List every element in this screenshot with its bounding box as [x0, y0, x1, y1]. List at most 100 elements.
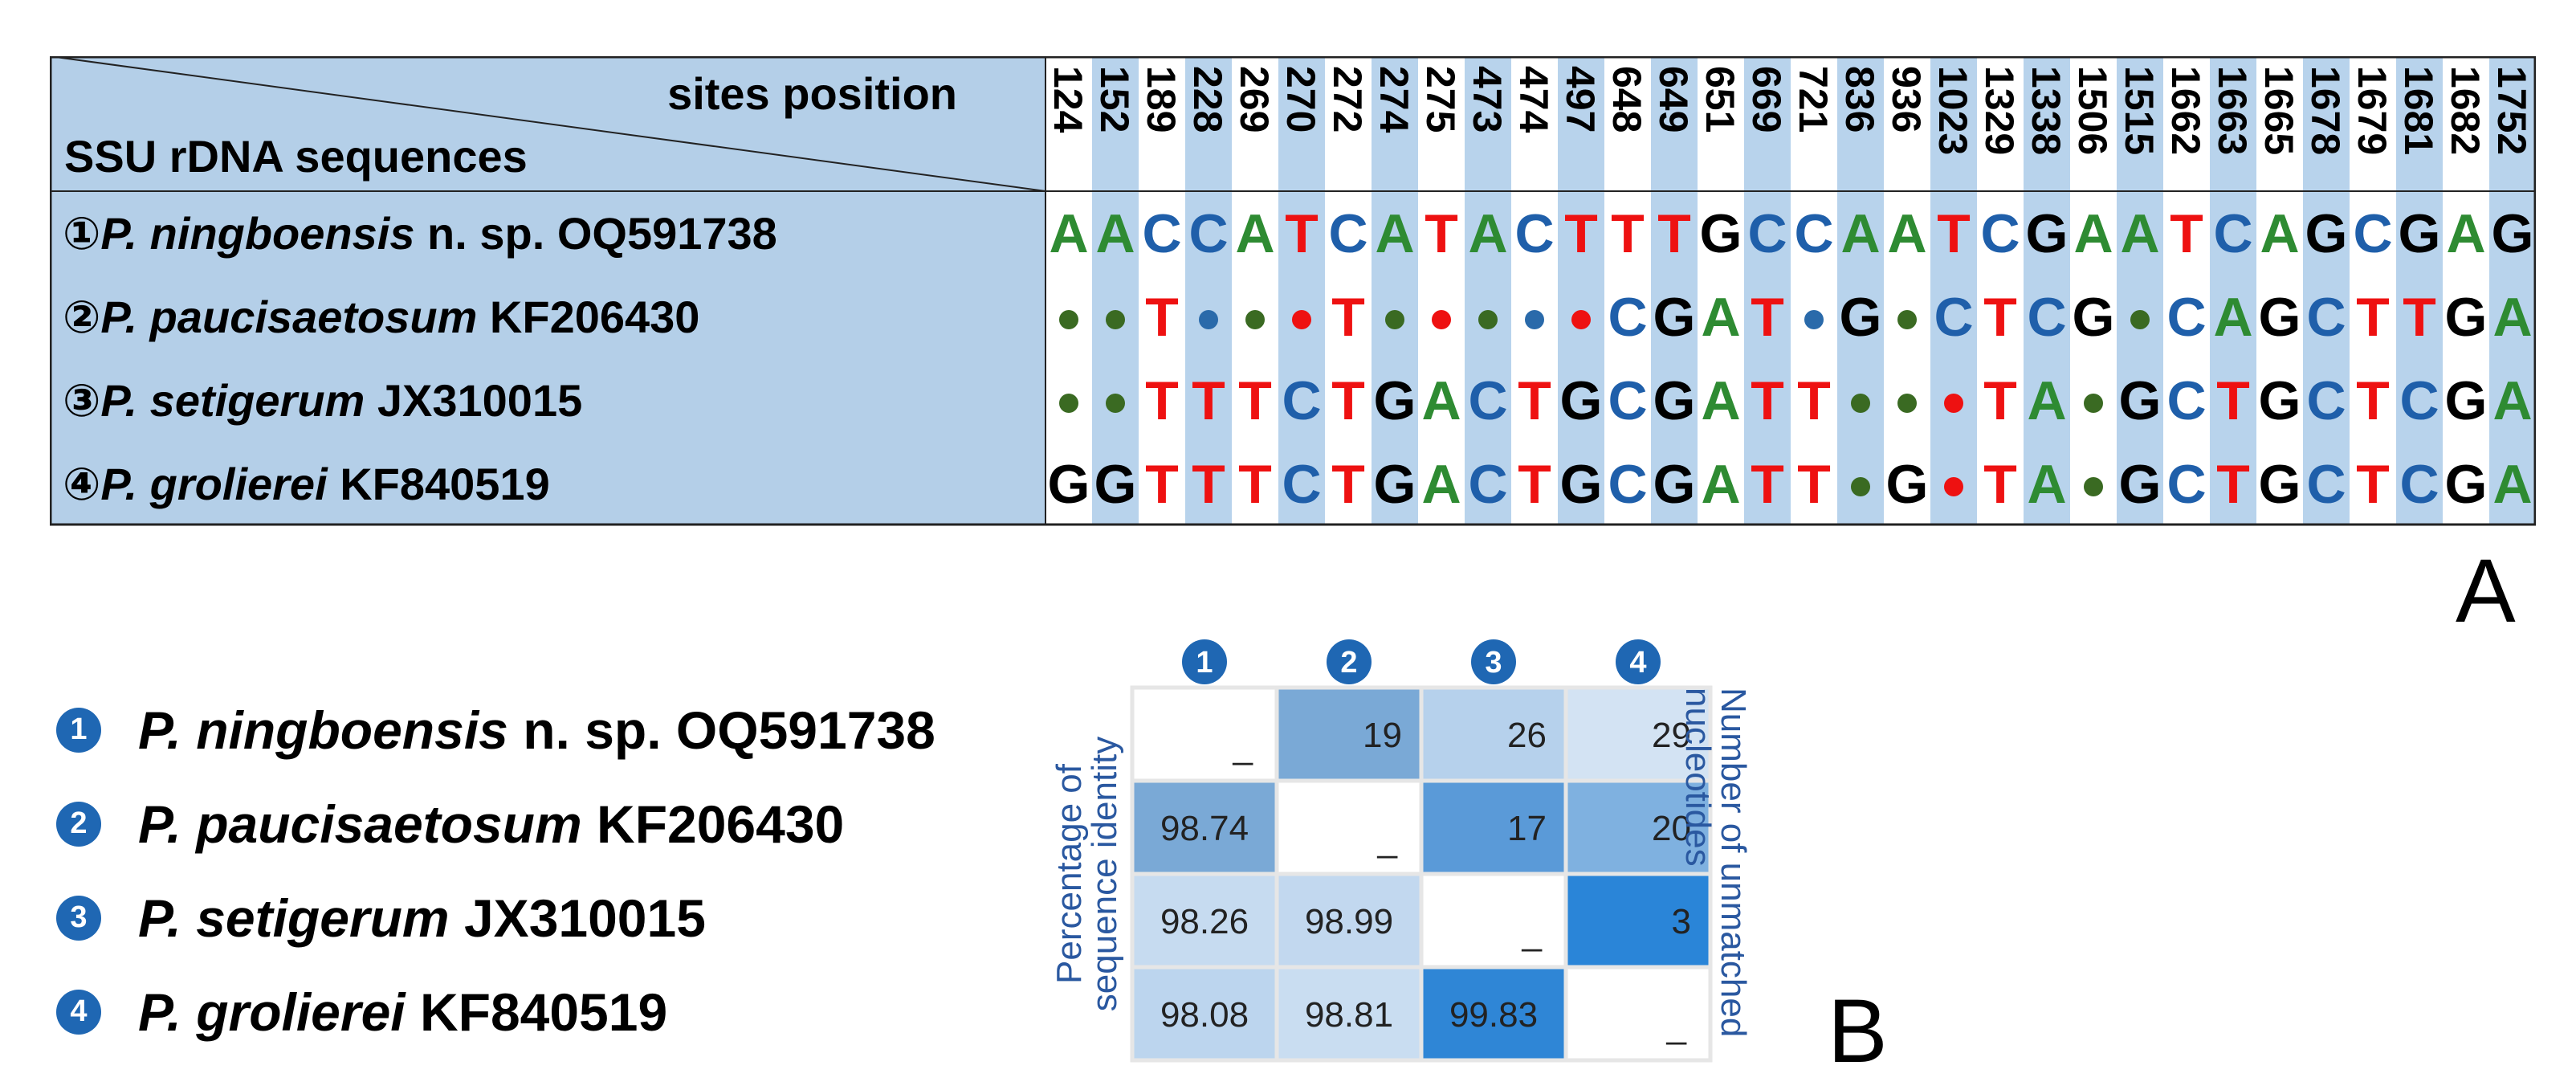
nucleotide-cell: T — [1145, 287, 1179, 348]
matrix-cell — [1130, 685, 1279, 783]
site-position-label: 669 — [1744, 66, 1789, 133]
nucleotide-cell: G — [2445, 454, 2488, 515]
left-axis-label: Percentage of — [1050, 763, 1089, 984]
site-position-label: 474 — [1511, 66, 1556, 133]
matrix-cell — [1563, 778, 1713, 876]
nucleotide-cell: C — [1328, 203, 1367, 264]
nucleotide-cell: G — [2119, 370, 2162, 431]
panel-a-label: A — [2456, 541, 2516, 641]
nucleotide-cell: T — [1751, 454, 1784, 515]
identical-base-dot — [1897, 394, 1917, 413]
nucleotide-cell: T — [2356, 454, 2390, 515]
nucleotide-cell: A — [1235, 203, 1274, 264]
nucleotide-cell: G — [2305, 203, 2348, 264]
nucleotide-cell: T — [1611, 203, 1645, 264]
nucleotide-cell: A — [1701, 370, 1740, 431]
nucleotide-cell: T — [1983, 454, 2017, 515]
nucleotide-cell: C — [2027, 287, 2066, 348]
column-stripe — [1744, 56, 1791, 525]
column-badge — [1327, 639, 1372, 684]
nucleotide-cell: C — [2353, 203, 2392, 264]
site-position-label: 1665 — [2256, 66, 2301, 155]
column-badge-label: 2 — [1340, 646, 1357, 680]
column-stripe — [1092, 56, 1139, 525]
identical-base-dot — [2084, 394, 2103, 413]
column-stripe — [1185, 56, 1232, 525]
nucleotide-cell: C — [1514, 203, 1554, 264]
nucleotide-cell: T — [2170, 203, 2203, 264]
matrix-cell-value: _ — [1666, 1006, 1687, 1046]
identical-base-dot — [1571, 310, 1591, 329]
site-position-label: 1515 — [2117, 66, 2162, 155]
nucleotide-cell: T — [1192, 454, 1225, 515]
column-stripe — [2396, 56, 2443, 525]
site-position-label: 1023 — [1930, 66, 1975, 155]
matrix-cell-value: 98.08 — [1160, 995, 1249, 1035]
identical-base-dot — [2084, 477, 2103, 496]
identical-base-dot — [1059, 394, 1078, 413]
identical-base-dot — [1944, 394, 1963, 413]
matrix-cell — [1563, 872, 1713, 970]
nucleotide-cell: C — [1934, 287, 1973, 348]
matrix-cell — [1130, 965, 1279, 1063]
site-position-label: 189 — [1139, 66, 1184, 133]
site-position-label: 152 — [1092, 66, 1137, 133]
nucleotide-cell: G — [1374, 454, 1416, 515]
nucleotide-cell: C — [1188, 203, 1228, 264]
site-position-label: 1506 — [2070, 66, 2115, 155]
site-position-label: 270 — [1278, 66, 1323, 133]
nucleotide-cell: G — [2492, 203, 2534, 264]
column-stripe — [1837, 56, 1884, 525]
nucleotide-cell: T — [2403, 287, 2436, 348]
legend-number-badge: 2 — [56, 801, 101, 847]
site-position-label: 721 — [1791, 66, 1836, 133]
site-position-label: 272 — [1325, 66, 1370, 133]
column-stripe — [1372, 56, 1418, 525]
matrix-cell-value: 99.83 — [1449, 995, 1538, 1035]
site-position-label: 497 — [1558, 66, 1603, 133]
row-species-label: ②P. paucisaetosum KF206430 — [63, 292, 699, 342]
identical-base-dot — [1897, 310, 1917, 329]
matrix-cell-value: _ — [1233, 727, 1253, 766]
legend-number-badge: 1 — [56, 707, 101, 753]
nucleotide-cell: T — [1238, 370, 1272, 431]
nucleotide-cell: C — [2166, 454, 2206, 515]
header-sites-position: sites position — [667, 68, 957, 119]
nucleotide-cell: G — [1560, 370, 1603, 431]
nucleotide-cell: T — [1657, 203, 1691, 264]
nucleotide-cell: T — [1145, 454, 1179, 515]
nucleotide-cell: G — [2259, 287, 2301, 348]
site-position-label: 1663 — [2210, 66, 2255, 155]
nucleotide-cell: C — [1608, 287, 1647, 348]
legend-species-name: P. grolierei KF840519 — [138, 982, 668, 1042]
column-stripe — [2117, 56, 2163, 525]
legend-item: 1 P. ningboensis n. sp. OQ591738 — [48, 683, 1028, 777]
matrix-cell-value: 98.81 — [1305, 995, 1393, 1035]
identical-base-dot — [1851, 394, 1870, 413]
nucleotide-cell: C — [2306, 287, 2346, 348]
nucleotide-cell: A — [2213, 287, 2252, 348]
identical-base-dot — [1059, 310, 1078, 329]
matrix-cell — [1419, 872, 1568, 970]
matrix-cell — [1274, 872, 1424, 970]
nucleotide-cell: T — [2356, 370, 2390, 431]
legend-species-name: P. ningboensis n. sp. OQ591738 — [138, 700, 935, 760]
nucleotide-cell: G — [2445, 370, 2488, 431]
matrix-cell-value: 98.74 — [1160, 809, 1249, 848]
nucleotide-cell: C — [1747, 203, 1787, 264]
header-diagonal — [50, 56, 1046, 192]
column-stripe — [2303, 56, 2350, 525]
nucleotide-cell: A — [2073, 203, 2113, 264]
legend-number-badge: 3 — [56, 895, 101, 941]
nucleotide-cell: T — [1238, 454, 1272, 515]
site-position-label: 124 — [1045, 66, 1090, 133]
right-axis-label: Number of unmatched — [1714, 688, 1753, 1037]
nucleotide-cell: C — [1468, 370, 1507, 431]
identical-base-dot — [1106, 310, 1125, 329]
site-position-label: 1338 — [2024, 66, 2069, 155]
nucleotide-cell: G — [2073, 287, 2115, 348]
nucleotide-cell: C — [2399, 454, 2439, 515]
nucleotide-cell: G — [2026, 203, 2069, 264]
